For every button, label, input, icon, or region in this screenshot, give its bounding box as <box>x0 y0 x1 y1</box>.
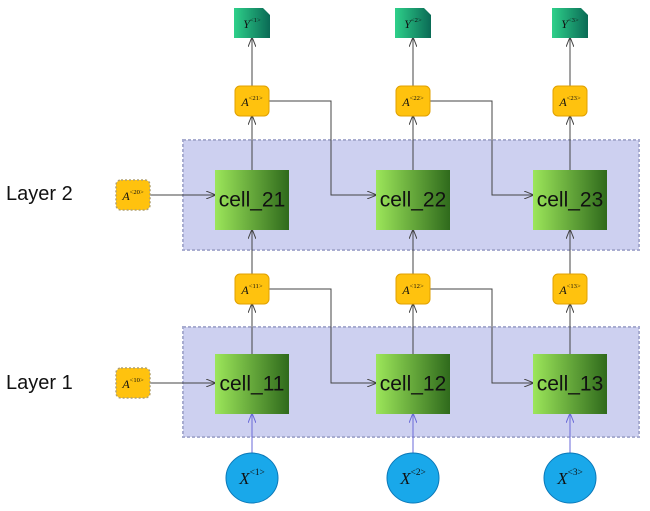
cell-label: cell_13 <box>537 373 604 396</box>
cell-label: cell_12 <box>380 373 447 396</box>
cell-cell-12 <box>376 354 450 414</box>
arrow-a11-to-cell-12 <box>269 288 376 383</box>
output-y2-label: Y<2> <box>404 17 422 31</box>
layer-1-label: Layer 1 <box>6 372 73 394</box>
output-y3 <box>552 8 588 38</box>
activation-a22-label: A<22> <box>401 95 424 109</box>
activation-a21-label: A<21> <box>240 95 263 109</box>
output-y2 <box>395 8 431 38</box>
activation-a12-label: A<12> <box>401 283 424 297</box>
arrow-a22-to-cell-23 <box>430 100 533 195</box>
activation-a13 <box>552 273 588 305</box>
arrow-a12-to-cell-13 <box>430 288 533 383</box>
cell-label: cell_22 <box>380 189 447 212</box>
input-x1 <box>225 452 279 504</box>
cell-label: cell_21 <box>219 189 286 212</box>
initial-state-a10 <box>115 367 151 399</box>
cell-cell-21 <box>215 170 289 230</box>
input-x1-label: X<1> <box>238 468 265 488</box>
input-x2 <box>386 452 440 504</box>
cell-cell-22 <box>376 170 450 230</box>
input-x2-label: X<2> <box>399 468 426 488</box>
output-y1 <box>234 8 270 38</box>
activation-a12 <box>395 273 431 305</box>
activation-a21 <box>234 85 270 117</box>
activation-a22 <box>395 85 431 117</box>
arrow-a21-to-cell-22 <box>269 100 376 195</box>
cell-label: cell_23 <box>537 189 604 212</box>
initial-state-a10-label: A<10> <box>121 377 144 391</box>
layer-2-label: Layer 2 <box>6 183 73 205</box>
activation-a11 <box>234 273 270 305</box>
initial-state-a20 <box>115 179 151 211</box>
activation-a23-label: A<23> <box>558 95 581 109</box>
activation-a11-label: A<11> <box>240 283 262 297</box>
activation-a13-label: A<13> <box>558 283 581 297</box>
activation-a23 <box>552 85 588 117</box>
cell-cell-23 <box>533 170 607 230</box>
cell-cell-13 <box>533 354 607 414</box>
output-y1-label: Y<1> <box>243 17 261 31</box>
output-y3-label: Y<3> <box>561 17 579 31</box>
cell-cell-11 <box>215 354 289 414</box>
input-x3 <box>543 452 597 504</box>
input-x3-label: X<3> <box>556 468 583 488</box>
cell-label: cell_11 <box>220 373 285 396</box>
initial-state-a20-label: A<20> <box>121 189 144 203</box>
